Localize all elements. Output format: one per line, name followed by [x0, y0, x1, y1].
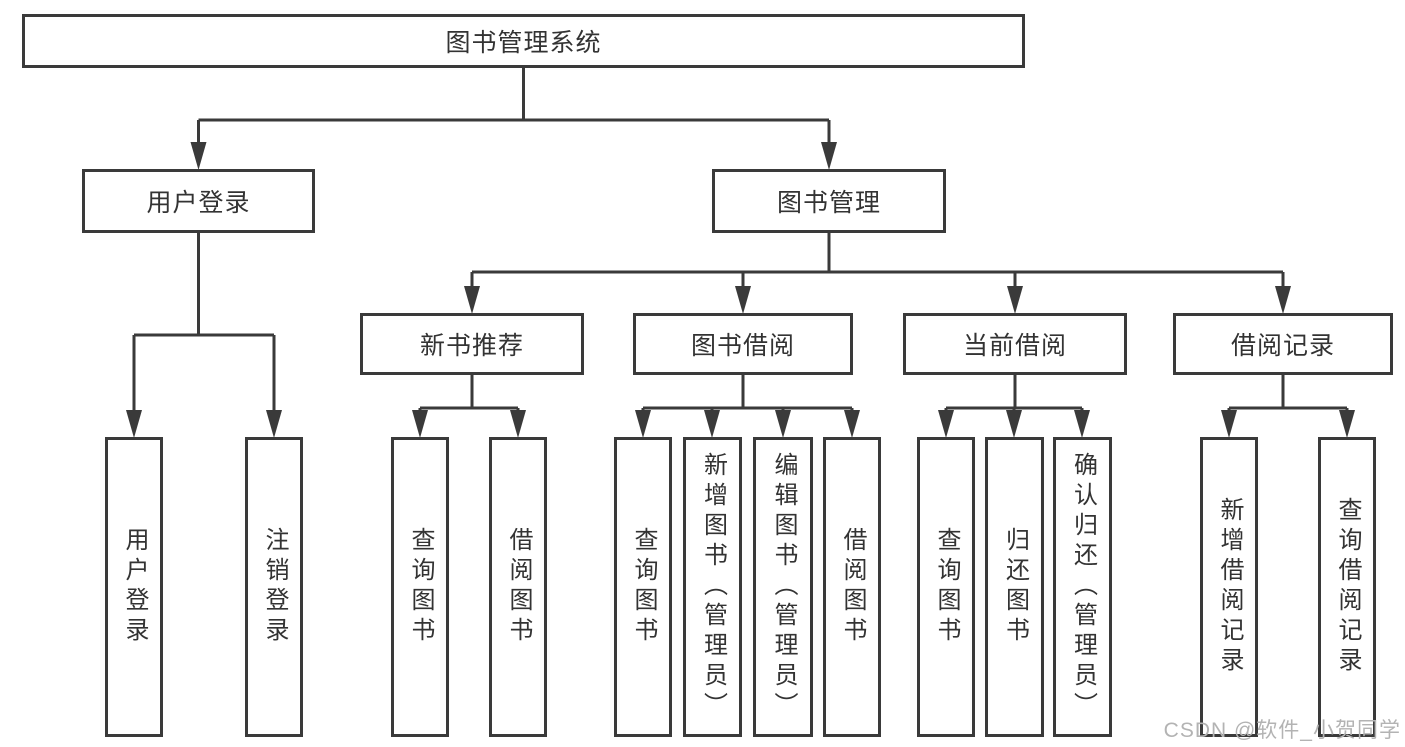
node-leaf-user-login: 用户登录: [105, 437, 163, 737]
arrowhead-icon: [412, 410, 428, 438]
arrowhead-icon: [844, 410, 860, 438]
node-book-borrowing: 图书借阅: [633, 313, 853, 375]
arrowhead-icon: [510, 410, 526, 438]
arrowhead-icon: [1007, 286, 1023, 314]
node-label: 新增借阅记录: [1216, 497, 1243, 677]
arrowhead-icon: [775, 410, 791, 438]
arrowhead-icon: [464, 286, 480, 314]
node-label: 查询图书: [407, 527, 434, 647]
arrowhead-icon: [1339, 410, 1355, 438]
node-leaf-edit-books-admin: 编辑图书（管理员）: [753, 437, 813, 737]
arrowhead-icon: [126, 410, 142, 438]
node-leaf-query-borrow-record: 查询借阅记录: [1318, 437, 1376, 737]
node-label: 查询图书: [630, 527, 657, 647]
node-label: 借阅记录: [1230, 332, 1335, 360]
node-label: 用户登录: [146, 189, 251, 217]
node-current-borrowing: 当前借阅: [903, 313, 1127, 375]
node-label: 查询图书: [933, 527, 960, 647]
arrowhead-icon: [266, 410, 282, 438]
node-label: 图书管理系统: [445, 29, 602, 57]
node-label: 当前借阅: [962, 332, 1067, 360]
arrowhead-icon: [821, 142, 837, 170]
arrowhead-icon: [1074, 410, 1090, 438]
arrowhead-icon: [1275, 286, 1291, 314]
node-leaf-return-books: 归还图书: [985, 437, 1044, 737]
node-book-management: 图书管理: [712, 169, 946, 233]
node-leaf-borrow-books-recommend: 借阅图书: [489, 437, 547, 737]
node-label: 用户登录: [121, 527, 148, 647]
node-leaf-add-books-admin: 新增图书（管理员）: [683, 437, 742, 737]
arrowhead-icon: [1221, 410, 1237, 438]
node-label: 借阅图书: [839, 527, 866, 647]
node-leaf-query-books-current: 查询图书: [917, 437, 975, 737]
node-label: 图书借阅: [690, 332, 795, 360]
arrowhead-icon: [704, 410, 720, 438]
node-leaf-borrow-books: 借阅图书: [823, 437, 881, 737]
node-label: 注销登录: [261, 527, 288, 647]
csdn-watermark: CSDN @软件_小贺同学: [1163, 719, 1401, 742]
arrowhead-icon: [190, 142, 207, 170]
node-borrowing-records: 借阅记录: [1173, 313, 1393, 375]
node-leaf-query-books-recommend: 查询图书: [391, 437, 449, 737]
arrowhead-icon: [635, 410, 651, 438]
node-leaf-add-borrow-record: 新增借阅记录: [1200, 437, 1258, 737]
node-label: 确认归还（管理员）: [1069, 452, 1097, 722]
node-leaf-logout: 注销登录: [245, 437, 303, 737]
node-label: 借阅图书: [505, 527, 532, 647]
arrowhead-icon: [938, 410, 954, 438]
node-label: 查询借阅记录: [1334, 497, 1361, 677]
node-label: 归还图书: [1001, 527, 1029, 647]
arrowhead-icon: [735, 286, 751, 314]
node-root-book-management-system: 图书管理系统: [22, 14, 1025, 68]
node-user-login: 用户登录: [82, 169, 315, 233]
arrowhead-icon: [1006, 410, 1022, 438]
node-leaf-query-books-borrowing: 查询图书: [614, 437, 672, 737]
node-label: 编辑图书（管理员）: [770, 452, 797, 722]
node-label: 图书管理: [776, 189, 881, 217]
connector-rails: [134, 68, 1347, 410]
node-label: 新书推荐: [419, 332, 524, 360]
node-new-book-recommend: 新书推荐: [360, 313, 584, 375]
node-label: 新增图书（管理员）: [699, 452, 727, 722]
node-leaf-confirm-return-admin: 确认归还（管理员）: [1053, 437, 1112, 737]
